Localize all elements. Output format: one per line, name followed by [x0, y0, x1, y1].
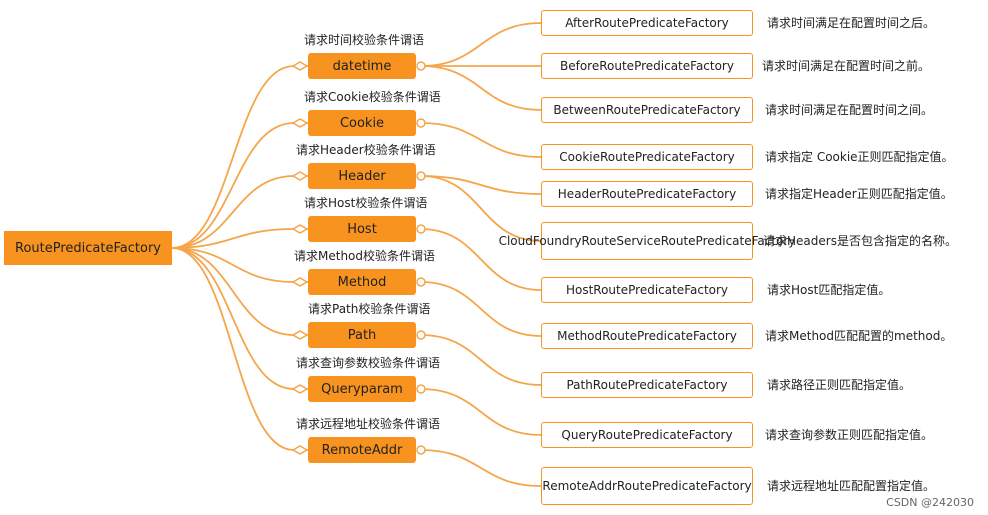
- connector-diamond: [291, 384, 309, 394]
- watermark: CSDN @242030: [886, 496, 974, 509]
- factory-box: RemoteAddrRoutePredicateFactory: [541, 467, 753, 505]
- factory-connector: [420, 228, 542, 291]
- connector-node: [416, 445, 426, 455]
- factory-description: 请求Host匹配指定值。: [767, 283, 891, 297]
- connector-node: [416, 224, 426, 234]
- predicate-node-method: Method: [308, 269, 416, 295]
- root-connector: [171, 65, 308, 249]
- connector-node: [416, 171, 426, 181]
- predicate-caption: 请求远程地址校验条件谓语: [296, 417, 441, 431]
- root-connector: [171, 122, 308, 249]
- factory-connector: [420, 22, 542, 67]
- predicate-node-remoteaddr: RemoteAddr: [308, 437, 416, 463]
- factory-box: AfterRoutePredicateFactory: [541, 10, 753, 36]
- predicate-node-datetime: datetime: [308, 53, 416, 79]
- connector-diamond: [291, 61, 309, 71]
- factory-box: BetweenRoutePredicateFactory: [541, 97, 753, 123]
- factory-box: BeforeRoutePredicateFactory: [541, 53, 753, 79]
- factory-box: CloudFoundryRouteServiceRoutePredicateFa…: [499, 222, 795, 260]
- factory-description: 请求指定Header正则匹配指定值。: [765, 187, 953, 201]
- predicate-caption: 请求Method校验条件谓语: [294, 249, 436, 263]
- connector-node: [416, 118, 426, 128]
- factory-description: 请求路径正则匹配指定值。: [767, 378, 912, 392]
- root-connector: [171, 247, 308, 451]
- root-connector: [171, 247, 308, 283]
- predicate-caption: 请求Header校验条件谓语: [296, 143, 436, 157]
- root-node: RoutePredicateFactory: [4, 231, 172, 265]
- predicate-caption: 请求查询参数校验条件谓语: [296, 356, 441, 370]
- root-connector: [171, 247, 308, 336]
- root-connector: [171, 228, 308, 249]
- factory-connector: [420, 65, 542, 111]
- factory-description: 请求时间满足在配置时间之后。: [767, 16, 936, 30]
- factory-box: HeaderRoutePredicateFactory: [541, 181, 753, 207]
- connector-diamond: [291, 224, 309, 234]
- factory-description: 请求时间满足在配置时间之前。: [762, 59, 931, 73]
- predicate-caption: 请求Cookie校验条件谓语: [304, 90, 441, 104]
- factory-connector: [420, 122, 542, 158]
- factory-box: CookieRoutePredicateFactory: [541, 144, 753, 170]
- factory-description: 请求Headers是否包含指定的名称。: [763, 234, 957, 248]
- factory-description: 请求远程地址匹配配置指定值。: [767, 479, 936, 493]
- factory-box: MethodRoutePredicateFactory: [541, 323, 753, 349]
- predicate-caption: 请求Path校验条件谓语: [308, 302, 431, 316]
- predicate-caption: 请求时间校验条件谓语: [304, 33, 425, 47]
- factory-connector: [420, 388, 542, 436]
- factory-description: 请求查询参数正则匹配指定值。: [765, 428, 934, 442]
- predicate-node-queryparam: Queryparam: [308, 376, 416, 402]
- root-connector: [171, 175, 308, 249]
- factory-box: PathRoutePredicateFactory: [541, 372, 753, 398]
- factory-box: HostRoutePredicateFactory: [541, 277, 753, 303]
- connector-node: [416, 277, 426, 287]
- factory-box: QueryRoutePredicateFactory: [541, 422, 753, 448]
- connector-diamond: [291, 277, 309, 287]
- predicate-node-cookie: Cookie: [308, 110, 416, 136]
- connector-node: [416, 384, 426, 394]
- connector-diamond: [291, 171, 309, 181]
- predicate-node-header: Header: [308, 163, 416, 189]
- factory-description: 请求Method匹配配置的method。: [765, 329, 953, 343]
- predicate-caption: 请求Host校验条件谓语: [304, 196, 428, 210]
- connector-diamond: [291, 330, 309, 340]
- factory-connector: [420, 175, 542, 242]
- connector-node: [416, 330, 426, 340]
- connector-diamond: [291, 118, 309, 128]
- connector-node: [416, 61, 426, 71]
- factory-connector: [420, 281, 542, 337]
- predicate-node-path: Path: [308, 322, 416, 348]
- factory-description: 请求指定 Cookie正则匹配指定值。: [765, 150, 954, 164]
- factory-connector: [420, 175, 542, 195]
- factory-connector: [420, 449, 542, 487]
- predicate-node-host: Host: [308, 216, 416, 242]
- connector-diamond: [291, 445, 309, 455]
- root-connector: [171, 247, 308, 390]
- factory-description: 请求时间满足在配置时间之间。: [765, 103, 934, 117]
- factory-connector: [420, 334, 542, 386]
